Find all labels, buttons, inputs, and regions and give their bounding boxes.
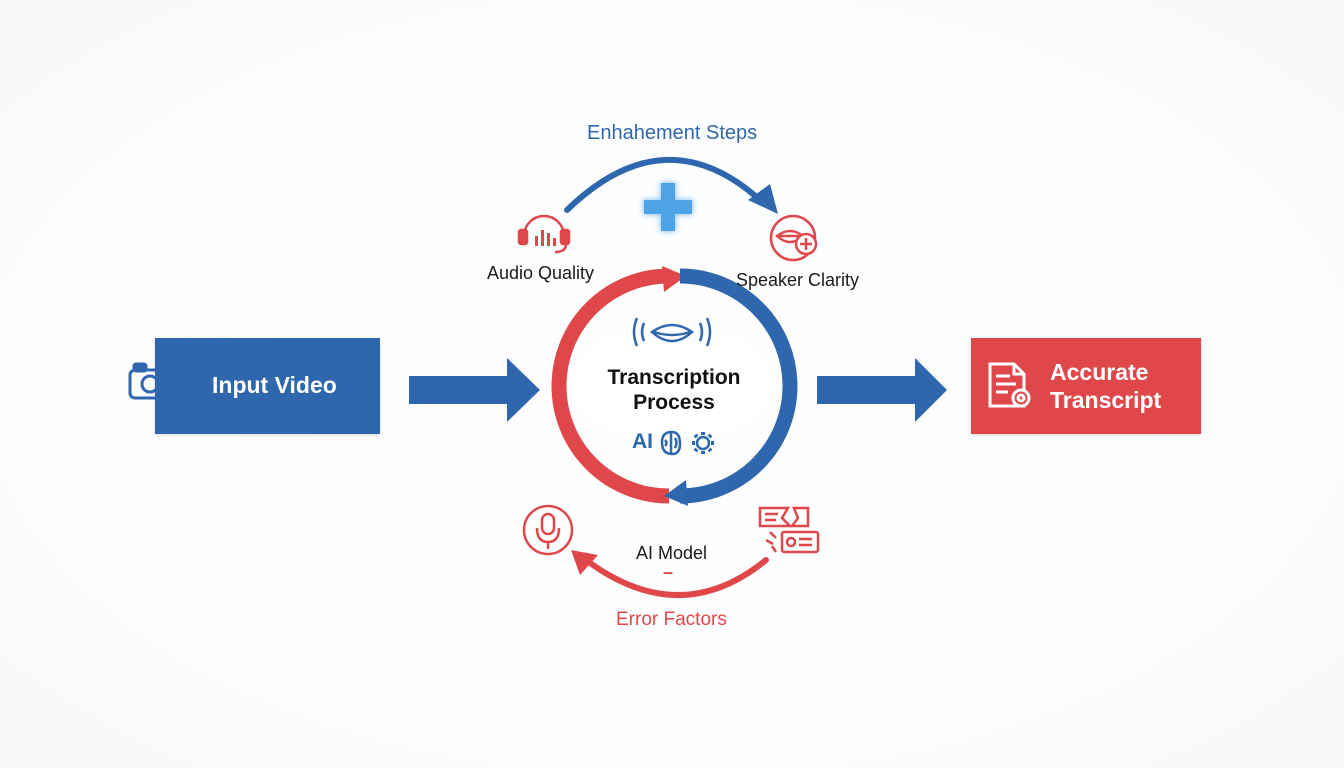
enhancement-steps-title: Enhahement Steps: [587, 122, 758, 144]
output-label-line2: Transcript: [1050, 387, 1162, 413]
plus-icon: [643, 182, 693, 232]
ai-label: AI: [632, 430, 653, 453]
camera-icon: [128, 362, 192, 403]
transcription-process-title: Transcription Process: [574, 365, 774, 415]
input-video-box: [155, 338, 380, 434]
lips-plus-icon: [769, 214, 818, 262]
accurate-transcript-label: Accurate Transcript: [1050, 358, 1161, 414]
enhancement-arc: [564, 157, 778, 214]
broken-text-icon: [758, 506, 820, 554]
document-icon: [988, 362, 1031, 408]
audio-quality-label: Audio Quality: [487, 263, 595, 283]
error-arc: [571, 550, 769, 598]
output-label-line1: Accurate: [1050, 359, 1149, 385]
arrow-process-to-output: [817, 358, 947, 422]
input-video-label: Input Video: [212, 372, 337, 398]
headset-icon: [517, 214, 571, 254]
microphone-icon: [522, 504, 574, 556]
accurate-transcript-box: [971, 338, 1201, 434]
ai-model-minus-mark: –: [663, 562, 674, 582]
ai-model-label: AI Model: [636, 543, 708, 563]
arrow-input-to-process: [409, 358, 540, 422]
process-title-line1: Transcription: [607, 366, 741, 389]
process-title-line2: Process: [633, 391, 715, 414]
brain-gear-icon: [660, 430, 714, 456]
error-factors-title: Error Factors: [616, 609, 727, 630]
speaking-lips-icon: [632, 317, 712, 347]
process-cycle-ring: [551, 266, 798, 506]
speaker-clarity-label: Speaker Clarity: [736, 270, 860, 290]
